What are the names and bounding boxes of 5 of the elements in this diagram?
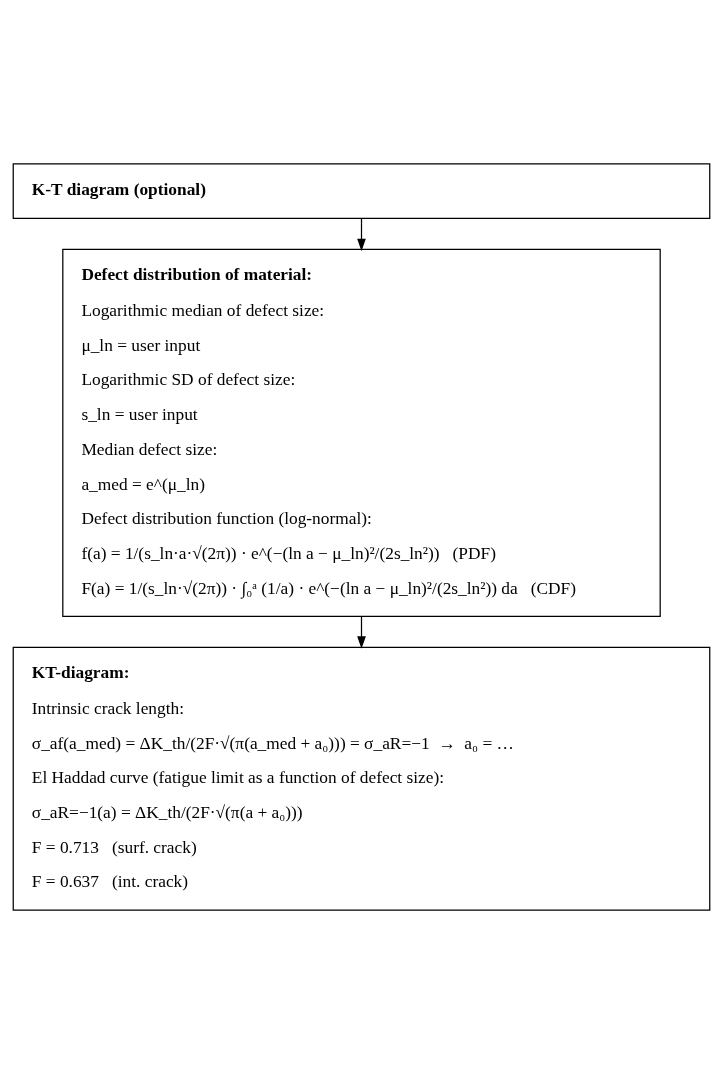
arrow xyxy=(357,615,366,649)
arrow xyxy=(357,217,366,251)
node-box: Defect distribution of material: Logarithmic median of defect size: μ_ln = user input Logarithmic SD of defect size: s_ln = user input Median defect size: a_med = e^(μ_ln) Defect distribution function (log-normal): f(a) = 1/(s_ln·a·√(2π)) · e^(−(ln a − μ_ln)²/(2s_ln²)) (PDF) F(a) = 1/(s_ln·√(2π)) · ∫₀ᵃ (1/a) · e^(−(ln a − μ_ln)²/(2s_ln²)) da (CDF) xyxy=(62,248,661,617)
node-box: K-T diagram (optional) xyxy=(12,162,711,219)
node-box: KT-diagram: Intrinsic crack length: σ_af(a_med) = ΔK_th/(2F·√(π(a_med + a₀))) = σ_aR=−1 → a₀ = … El Haddad curve (fatigue limit as a function of defect size): σ_aR=−1(a) = ΔK_th/(2F·√(π(a + a₀))) F = 0.713 (surf. crack) F = 0.637 (int. crack) xyxy=(12,646,711,911)
